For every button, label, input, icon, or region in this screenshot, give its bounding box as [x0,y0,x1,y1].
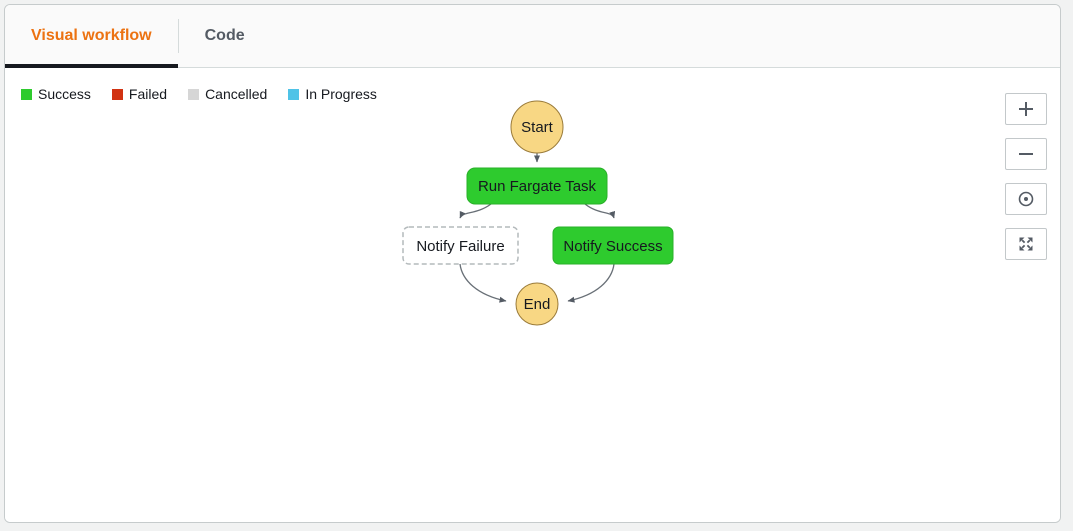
edge-run-fargate-task-to-notify-success [584,203,616,219]
zoom-in-button[interactable] [1005,93,1047,125]
node-notify-failure-label: Notify Failure [416,238,504,255]
diagram-controls [1005,93,1047,260]
node-end[interactable] [515,282,559,326]
legend-item-cancelled: Cancelled [188,86,267,102]
tab-bar: Visual workflow Code [5,5,1060,68]
in-progress-swatch-icon [288,88,300,100]
minus-icon [1019,153,1033,155]
legend-label-cancelled: Cancelled [205,86,268,102]
plus-icon [1019,102,1033,116]
edge-notify-success-to-end [567,263,615,303]
status-legend: Success Failed Cancelled In Progress [21,86,377,102]
workflow-diagram: Start Run Fargate Task Notify Failure No… [402,100,674,326]
legend-item-success: Success [21,86,91,102]
legend-label-failed: Failed [128,86,168,102]
node-notify-success-label: Notify Success [563,238,662,255]
target-icon [1018,191,1034,207]
tab-visual-workflow[interactable]: Visual workflow [5,5,178,68]
expand-icon [1019,237,1033,251]
legend-label-success: Success [38,86,91,102]
legend-label-in-progress: In Progress [305,86,377,102]
edge-run-fargate-task-to-notify-failure [459,203,492,219]
node-notify-failure[interactable] [402,226,519,265]
edge-notify-failure-to-end [459,263,507,303]
node-run-fargate-task[interactable] [466,167,608,205]
node-end-label: End [524,296,551,313]
legend-item-in-progress: In Progress [288,86,377,102]
failed-swatch-icon [111,88,123,100]
tab-visual-workflow-label: Visual workflow [31,27,152,44]
zoom-out-button[interactable] [1005,138,1047,170]
node-start[interactable] [510,100,564,154]
tab-divider [177,19,179,53]
center-view-button[interactable] [1005,183,1047,215]
node-run-fargate-task-label: Run Fargate Task [478,178,597,195]
node-notify-success[interactable] [552,226,674,265]
tab-code-label: Code [204,27,245,44]
node-start-label: Start [521,119,554,136]
fit-to-view-button[interactable] [1005,228,1047,260]
tab-code[interactable]: Code [179,5,271,67]
cancelled-swatch-icon [188,88,200,100]
workflow-canvas[interactable]: Start Run Fargate Task Notify Failure No… [5,68,1060,522]
success-swatch-icon [21,88,32,100]
legend-item-failed: Failed [111,86,168,102]
workflow-panel: Visual workflow Code Start Run Farg [4,4,1061,523]
